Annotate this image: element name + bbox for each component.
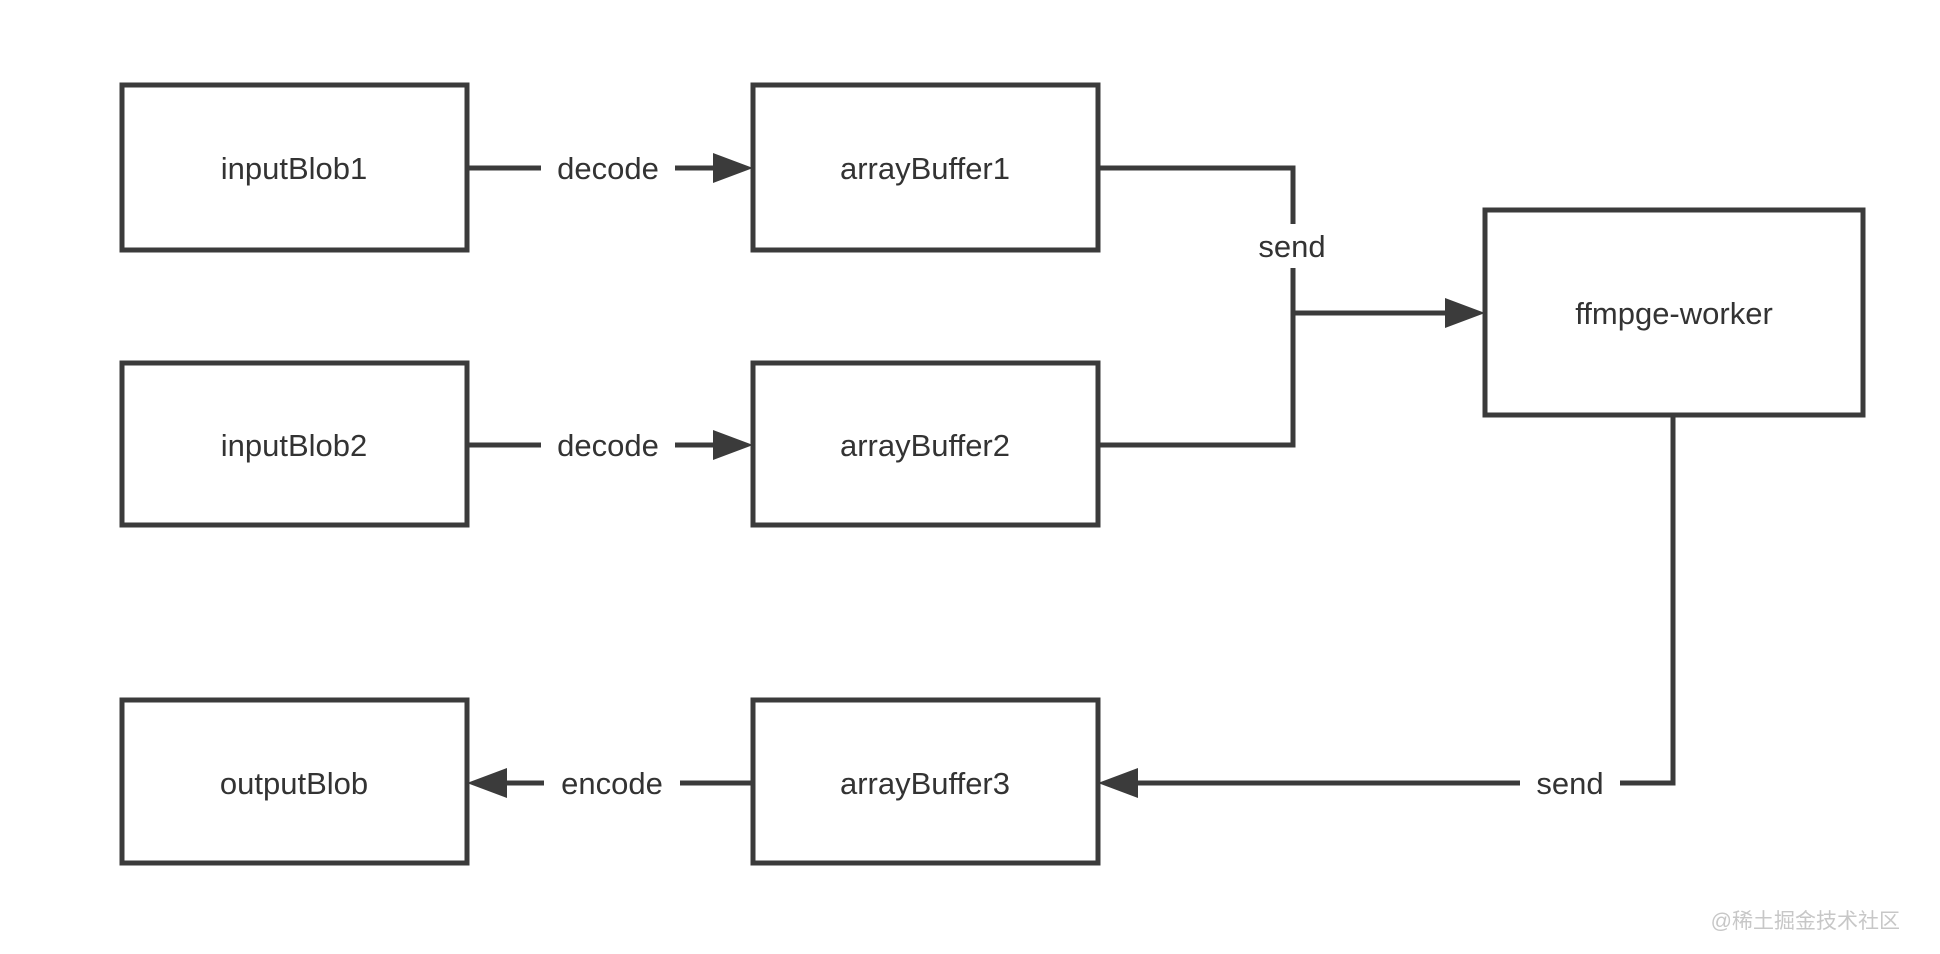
node-inputblob2: inputBlob2 <box>119 360 470 528</box>
node-outputblob-box <box>119 697 470 866</box>
edge-decode1-label-bg <box>541 146 675 190</box>
node-arraybuffer2-box <box>750 360 1101 528</box>
edge-decode1: decode <box>464 146 753 190</box>
edge-send2-label: send <box>1536 766 1603 801</box>
node-outputblob-label: outputBlob <box>220 766 368 801</box>
node-ffmpge-worker-box <box>1482 207 1866 418</box>
node-inputblob1-label: inputBlob1 <box>221 151 368 186</box>
edge-send1-label-bg <box>1242 224 1342 268</box>
edge-encode1-label: encode <box>561 766 663 801</box>
edge-decode2-label-bg <box>541 423 675 467</box>
node-arraybuffer1: arrayBuffer1 <box>750 82 1101 253</box>
watermark: @稀土掘金技术社区 <box>1711 910 1900 933</box>
node-arraybuffer1-label: arrayBuffer1 <box>840 151 1010 186</box>
edge-decode2-arrowhead <box>713 430 753 460</box>
node-arraybuffer2: arrayBuffer2 <box>750 360 1101 528</box>
node-inputblob1: inputBlob1 <box>119 82 470 253</box>
edge-encode1-arrowhead <box>467 768 507 798</box>
edge-decode2: decode <box>464 423 753 467</box>
node-arraybuffer3: arrayBuffer3 <box>750 697 1101 866</box>
node-arraybuffer3-box <box>750 697 1101 866</box>
edge-send1-label: send <box>1258 229 1325 264</box>
edge-decode1-arrowhead <box>713 153 753 183</box>
node-inputblob2-label: inputBlob2 <box>221 428 368 463</box>
edge-encode1-label-bg <box>544 761 680 805</box>
node-arraybuffer1-box <box>750 82 1101 253</box>
node-inputblob2-box <box>119 360 470 528</box>
node-arraybuffer3-label: arrayBuffer3 <box>840 766 1010 801</box>
node-outputblob: outputBlob <box>119 697 470 866</box>
node-arraybuffer2-label: arrayBuffer2 <box>840 428 1010 463</box>
edge-send1: send <box>1095 165 1485 448</box>
edge-encode1: encode <box>467 761 756 805</box>
edge-send2: send <box>1098 412 1676 805</box>
node-ffmpge-worker-label: ffmpge-worker <box>1575 296 1773 331</box>
edge-send2-arrowhead <box>1098 768 1138 798</box>
edge-decode2-label: decode <box>557 428 659 463</box>
edge-send1-arrowhead <box>1445 298 1485 328</box>
edge-send2-label-bg <box>1520 761 1620 805</box>
node-inputblob1-box <box>119 82 470 253</box>
edge-decode1-label: decode <box>557 151 659 186</box>
node-ffmpge-worker: ffmpge-worker <box>1482 207 1866 418</box>
